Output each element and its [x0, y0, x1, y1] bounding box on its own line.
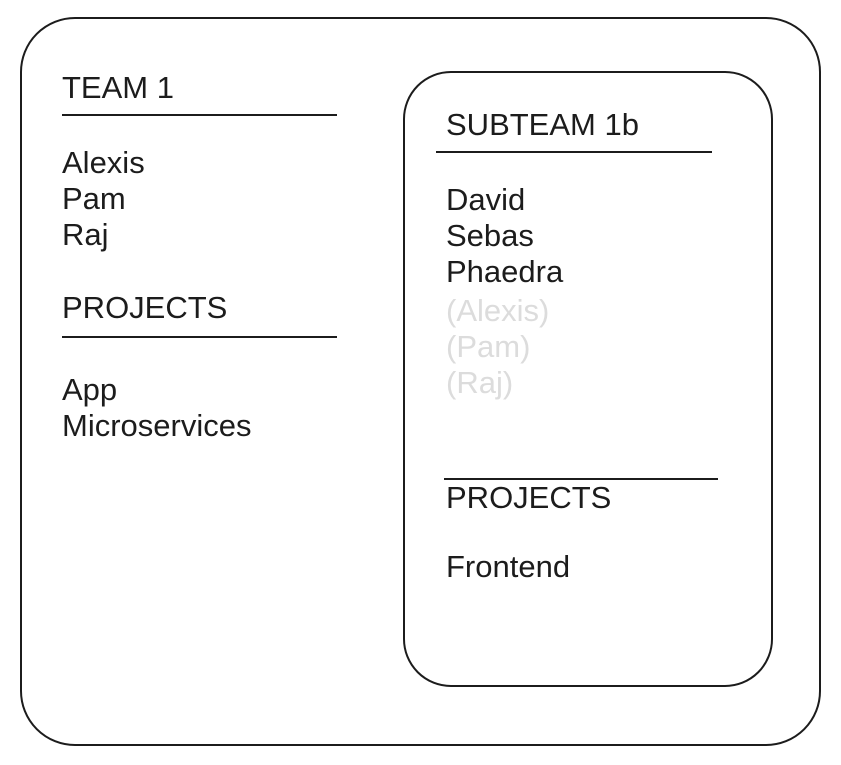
subteam-member: Sebas — [446, 218, 534, 253]
subteam-scope-box — [403, 71, 773, 687]
subteam-title-underline — [436, 151, 712, 153]
team-scope-box — [20, 17, 821, 746]
subteam-projects-separator — [444, 478, 718, 480]
subteam-project: Frontend — [446, 549, 571, 584]
subteam-projects-heading: PROJECTS — [446, 480, 612, 515]
team-member: Alexis — [62, 145, 145, 180]
team-title-underline — [62, 114, 337, 116]
team-project: Microservices — [62, 408, 252, 443]
subteam-shadowed-member: (Pam) — [446, 329, 531, 364]
subteam-title: SUBTEAM 1b — [446, 107, 639, 142]
subteam-member: Phaedra — [446, 254, 564, 289]
team-member: Pam — [62, 181, 126, 216]
team-member: Raj — [62, 217, 109, 252]
team-projects-heading: PROJECTS — [62, 290, 228, 325]
subteam-member: David — [446, 182, 526, 217]
subteam-shadowed-member: (Raj) — [446, 365, 514, 400]
team-projects-underline — [62, 336, 337, 338]
team-title: TEAM 1 — [62, 70, 174, 105]
subteam-shadowed-member: (Alexis) — [446, 293, 550, 328]
team-project: App — [62, 372, 118, 407]
